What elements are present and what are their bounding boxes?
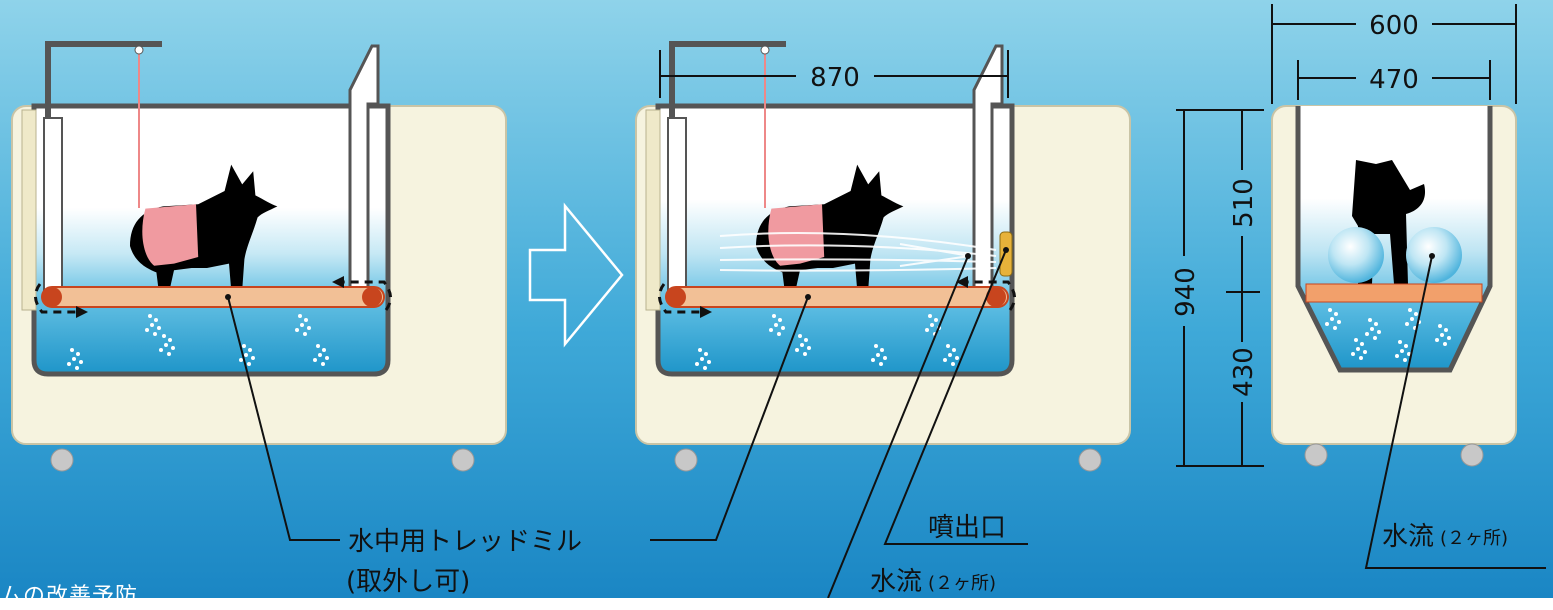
support-vest — [142, 204, 199, 266]
label-nozzle: 噴出口 — [928, 513, 1006, 543]
caster-wheel-icon — [674, 448, 698, 472]
arrow-right-icon — [700, 306, 712, 318]
caster-wheel-icon — [451, 448, 475, 472]
dimension-upper-height: 510 — [1229, 178, 1259, 228]
label-water-flow-side: 水流 — [1382, 522, 1434, 552]
side-panel-left — [21, 109, 37, 311]
belt-motion-arrow — [342, 280, 392, 311]
dimension-outer-width: 600 — [1369, 11, 1419, 41]
tank-unit-side-view: 600 470 940 510 430 — [1171, 4, 1517, 467]
label-treadmill: 水中用トレッドミル — [348, 527, 582, 557]
pulley-icon — [760, 45, 770, 55]
support-post — [43, 117, 63, 295]
pulley-icon — [134, 45, 144, 55]
water-jet-bubble — [1328, 227, 1384, 283]
caster-wheel-icon — [1460, 443, 1484, 467]
belt-motion-arrow — [966, 280, 1016, 311]
dog-silhouette — [130, 164, 278, 290]
label-water-flow: 水流 — [870, 567, 922, 597]
callout-lines — [227, 249, 1546, 598]
transition-arrow-icon — [528, 202, 624, 348]
water-flow-streaks — [719, 232, 997, 272]
dimension-length: 870 — [810, 63, 860, 93]
arrow-right-icon — [76, 306, 88, 318]
tank-unit-middle: 870 — [635, 41, 1131, 472]
callout-dot — [805, 294, 811, 300]
rail-right — [348, 44, 380, 294]
tank-unit-left — [11, 41, 507, 472]
belt-motion-arrow — [34, 283, 78, 314]
treadmill-belt — [41, 286, 385, 308]
roller-icon — [666, 287, 686, 307]
treadmill-belt — [1305, 283, 1483, 303]
callout-dot — [965, 253, 971, 259]
dimension-lower-height: 430 — [1229, 347, 1259, 397]
roller-icon — [42, 287, 62, 307]
callout-dot — [1429, 253, 1435, 259]
arrow-left-icon — [956, 276, 968, 288]
cutoff-caption: ムの改善予防 — [0, 584, 139, 609]
callout-dot — [225, 294, 231, 300]
dog-silhouette — [756, 164, 904, 290]
dimension-total-height: 940 — [1171, 267, 1201, 317]
support-vest — [768, 204, 825, 266]
treadmill-belt — [665, 286, 1009, 308]
label-water-flow-count: (２ヶ所) — [928, 573, 996, 594]
callout-dot — [1003, 247, 1009, 253]
nozzle-icon — [999, 231, 1013, 277]
label-water-flow-side-count: (２ヶ所) — [1440, 528, 1508, 549]
caster-wheel-icon — [50, 448, 74, 472]
roller-icon — [986, 287, 1006, 307]
caster-wheel-icon — [1304, 443, 1328, 467]
arrow-left-icon — [332, 276, 344, 288]
belt-motion-arrow — [658, 283, 702, 314]
dimension-inner-width: 470 — [1369, 65, 1419, 95]
caster-wheel-icon — [1078, 448, 1102, 472]
roller-icon — [362, 287, 382, 307]
side-panel-middle — [645, 109, 661, 311]
support-post — [667, 117, 687, 295]
label-treadmill-removable: (取外し可) — [346, 567, 470, 597]
